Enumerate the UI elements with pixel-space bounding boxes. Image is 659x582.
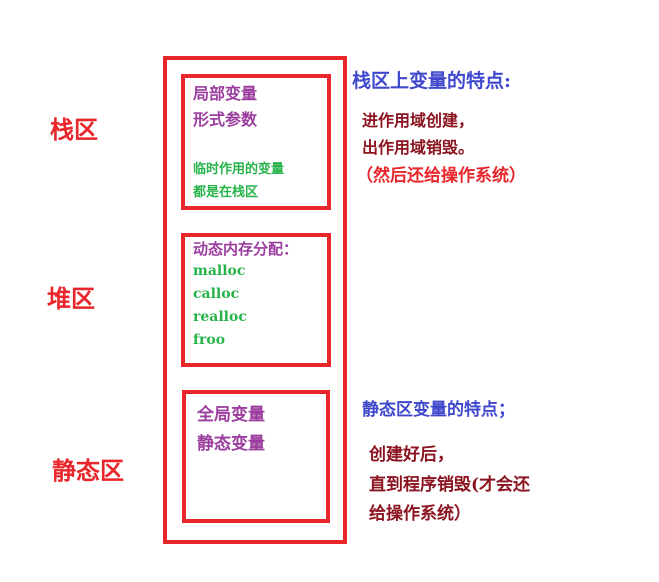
static-notes-line3: 给操作系统） [369, 504, 471, 524]
stack-params: 形式参数 [193, 110, 258, 129]
stack-notes-line2: 出作用域销毁。 [362, 138, 475, 157]
heap-region-label: 堆区 [47, 284, 95, 313]
stack-notes-heading: 栈区上变量的特点: [352, 70, 512, 92]
static-global-vars: 全局变量 [197, 405, 265, 425]
static-inner-box [182, 390, 330, 523]
heap-func-froo: froo [193, 332, 226, 348]
static-region-label: 静态区 [52, 456, 124, 485]
stack-region-label: 栈区 [50, 115, 98, 144]
heap-title: 动态内存分配： [193, 240, 299, 258]
static-notes-line1: 创建好后， [369, 445, 454, 465]
memory-outer-box [163, 56, 347, 544]
stack-temp-note: 临时作用的变量 [193, 162, 285, 177]
heap-inner-box [181, 233, 331, 367]
stack-inner-box [181, 74, 331, 210]
heap-func-malloc: malloc [193, 263, 246, 279]
heap-func-realloc: realloc [193, 309, 247, 325]
stack-notes-line3: （然后还给操作系统） [356, 166, 526, 186]
heap-func-calloc: calloc [193, 286, 240, 302]
static-notes-heading: 静态区变量的特点； [362, 400, 515, 420]
stack-location-note: 都是在栈区 [193, 185, 259, 200]
stack-local-vars: 局部变量 [193, 84, 258, 103]
stack-notes-line1: 进作用域创建， [362, 111, 475, 130]
static-notes-line2: 直到程序销毁(才会还 [369, 475, 531, 495]
static-static-vars: 静态变量 [197, 434, 265, 454]
